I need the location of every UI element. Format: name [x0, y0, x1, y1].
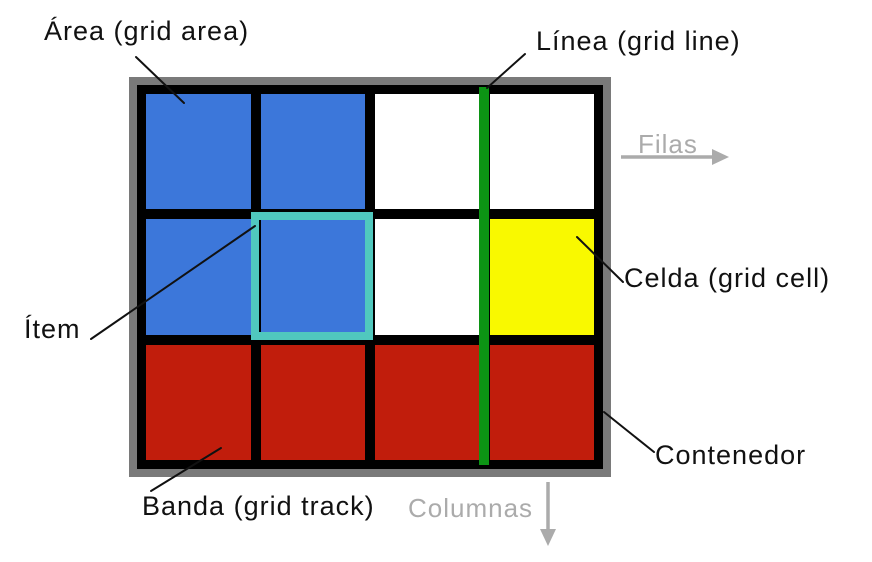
grid-cell-r1-c2	[260, 94, 365, 210]
grid-cell-r2-c1	[146, 219, 251, 335]
grid-cell-r1-c1	[146, 94, 251, 210]
grid	[137, 85, 603, 469]
grid-cell-r3-c2	[260, 344, 365, 460]
grid-cell-r3-c1	[146, 344, 251, 460]
grid-line-highlight	[479, 87, 489, 465]
filas-label: Filas	[638, 129, 698, 159]
columns-arrow-icon	[540, 482, 556, 546]
grid-item-outline	[251, 212, 373, 340]
grid-container	[129, 77, 611, 477]
grid-cell-r2-c4	[489, 219, 594, 335]
celda-label: Celda (grid cell)	[624, 263, 831, 293]
grid-cell-r1-c3	[375, 94, 480, 210]
item-label: Ítem	[24, 314, 81, 344]
contenedor-leader-line	[603, 411, 655, 453]
grid-cell-r2-c2-item	[260, 219, 365, 335]
linea-label: Línea (grid line)	[536, 26, 741, 56]
area-label: Área (grid area)	[44, 16, 250, 46]
contenedor-label: Contenedor	[655, 440, 807, 470]
grid-cell-r3-c3	[375, 344, 480, 460]
grid-cell-r2-c3	[375, 219, 480, 335]
banda-label: Banda (grid track)	[142, 491, 375, 521]
grid-cell-r1-c4	[489, 94, 594, 210]
grid-cell-r3-c4	[489, 344, 594, 460]
columnas-label: Columnas	[408, 493, 534, 523]
